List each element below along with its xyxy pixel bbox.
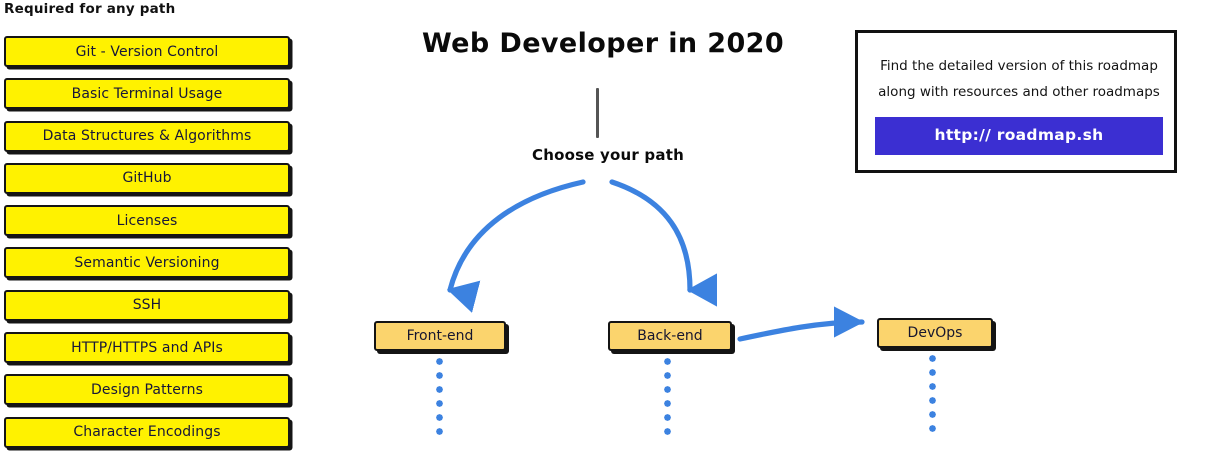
required-item-label: SSH	[132, 297, 162, 314]
path-box-label: DevOps	[907, 325, 963, 341]
path-box-label: Front-end	[406, 328, 474, 344]
required-item-github[interactable]: GitHub	[4, 162, 290, 194]
required-item-licenses[interactable]: Licenses	[4, 205, 290, 237]
dotted-stem-front-end	[436, 358, 443, 436]
required-item-character-encodings[interactable]: Character Encodings	[4, 416, 290, 448]
required-item-dsa[interactable]: Data Structures & Algorithms	[4, 120, 290, 152]
required-item-label: GitHub	[122, 170, 172, 187]
trunk-connector-line	[596, 88, 599, 138]
path-box-back-end[interactable]: Back-end	[608, 321, 732, 351]
required-item-http-apis[interactable]: HTTP/HTTPS and APIs	[4, 332, 290, 364]
dotted-stem-devops	[929, 355, 936, 436]
dotted-stem-back-end	[664, 358, 671, 436]
required-item-label: Design Patterns	[91, 381, 203, 398]
roadmap-url-label: http:// roadmap.sh	[934, 126, 1104, 145]
page-title: Web Developer in 2020	[421, 28, 785, 59]
required-item-label: Semantic Versioning	[74, 254, 220, 271]
path-box-front-end[interactable]: Front-end	[374, 321, 506, 351]
required-item-ssh[interactable]: SSH	[4, 289, 290, 321]
required-section-heading: Required for any path	[4, 1, 176, 17]
roadmap-card-line-1: Find the detailed version of this roadma…	[880, 58, 1158, 74]
required-item-design-patterns[interactable]: Design Patterns	[4, 374, 290, 406]
required-item-label: Basic Terminal Usage	[71, 85, 223, 102]
required-item-label: Licenses	[116, 212, 178, 229]
path-box-label: Back-end	[637, 328, 703, 344]
required-item-label: Data Structures & Algorithms	[42, 128, 252, 145]
required-item-label: Git - Version Control	[75, 43, 219, 60]
roadmap-card-line-2: along with resources and other roadmaps	[878, 84, 1160, 100]
required-item-terminal[interactable]: Basic Terminal Usage	[4, 78, 290, 110]
path-box-devops[interactable]: DevOps	[877, 318, 993, 348]
required-items-list: Git - Version Control Basic Terminal Usa…	[4, 36, 290, 459]
roadmap-canvas: Required for any path Git - Version Cont…	[4, 1, 1177, 448]
required-item-git[interactable]: Git - Version Control	[4, 36, 290, 67]
required-item-label: HTTP/HTTPS and APIs	[71, 339, 223, 356]
required-item-label: Character Encodings	[73, 424, 221, 441]
roadmap-url-button[interactable]: http:// roadmap.sh	[875, 117, 1163, 155]
required-item-semver[interactable]: Semantic Versioning	[4, 247, 290, 279]
roadmap-info-card: Find the detailed version of this roadma…	[855, 30, 1177, 173]
choose-path-label: Choose your path	[532, 146, 684, 164]
